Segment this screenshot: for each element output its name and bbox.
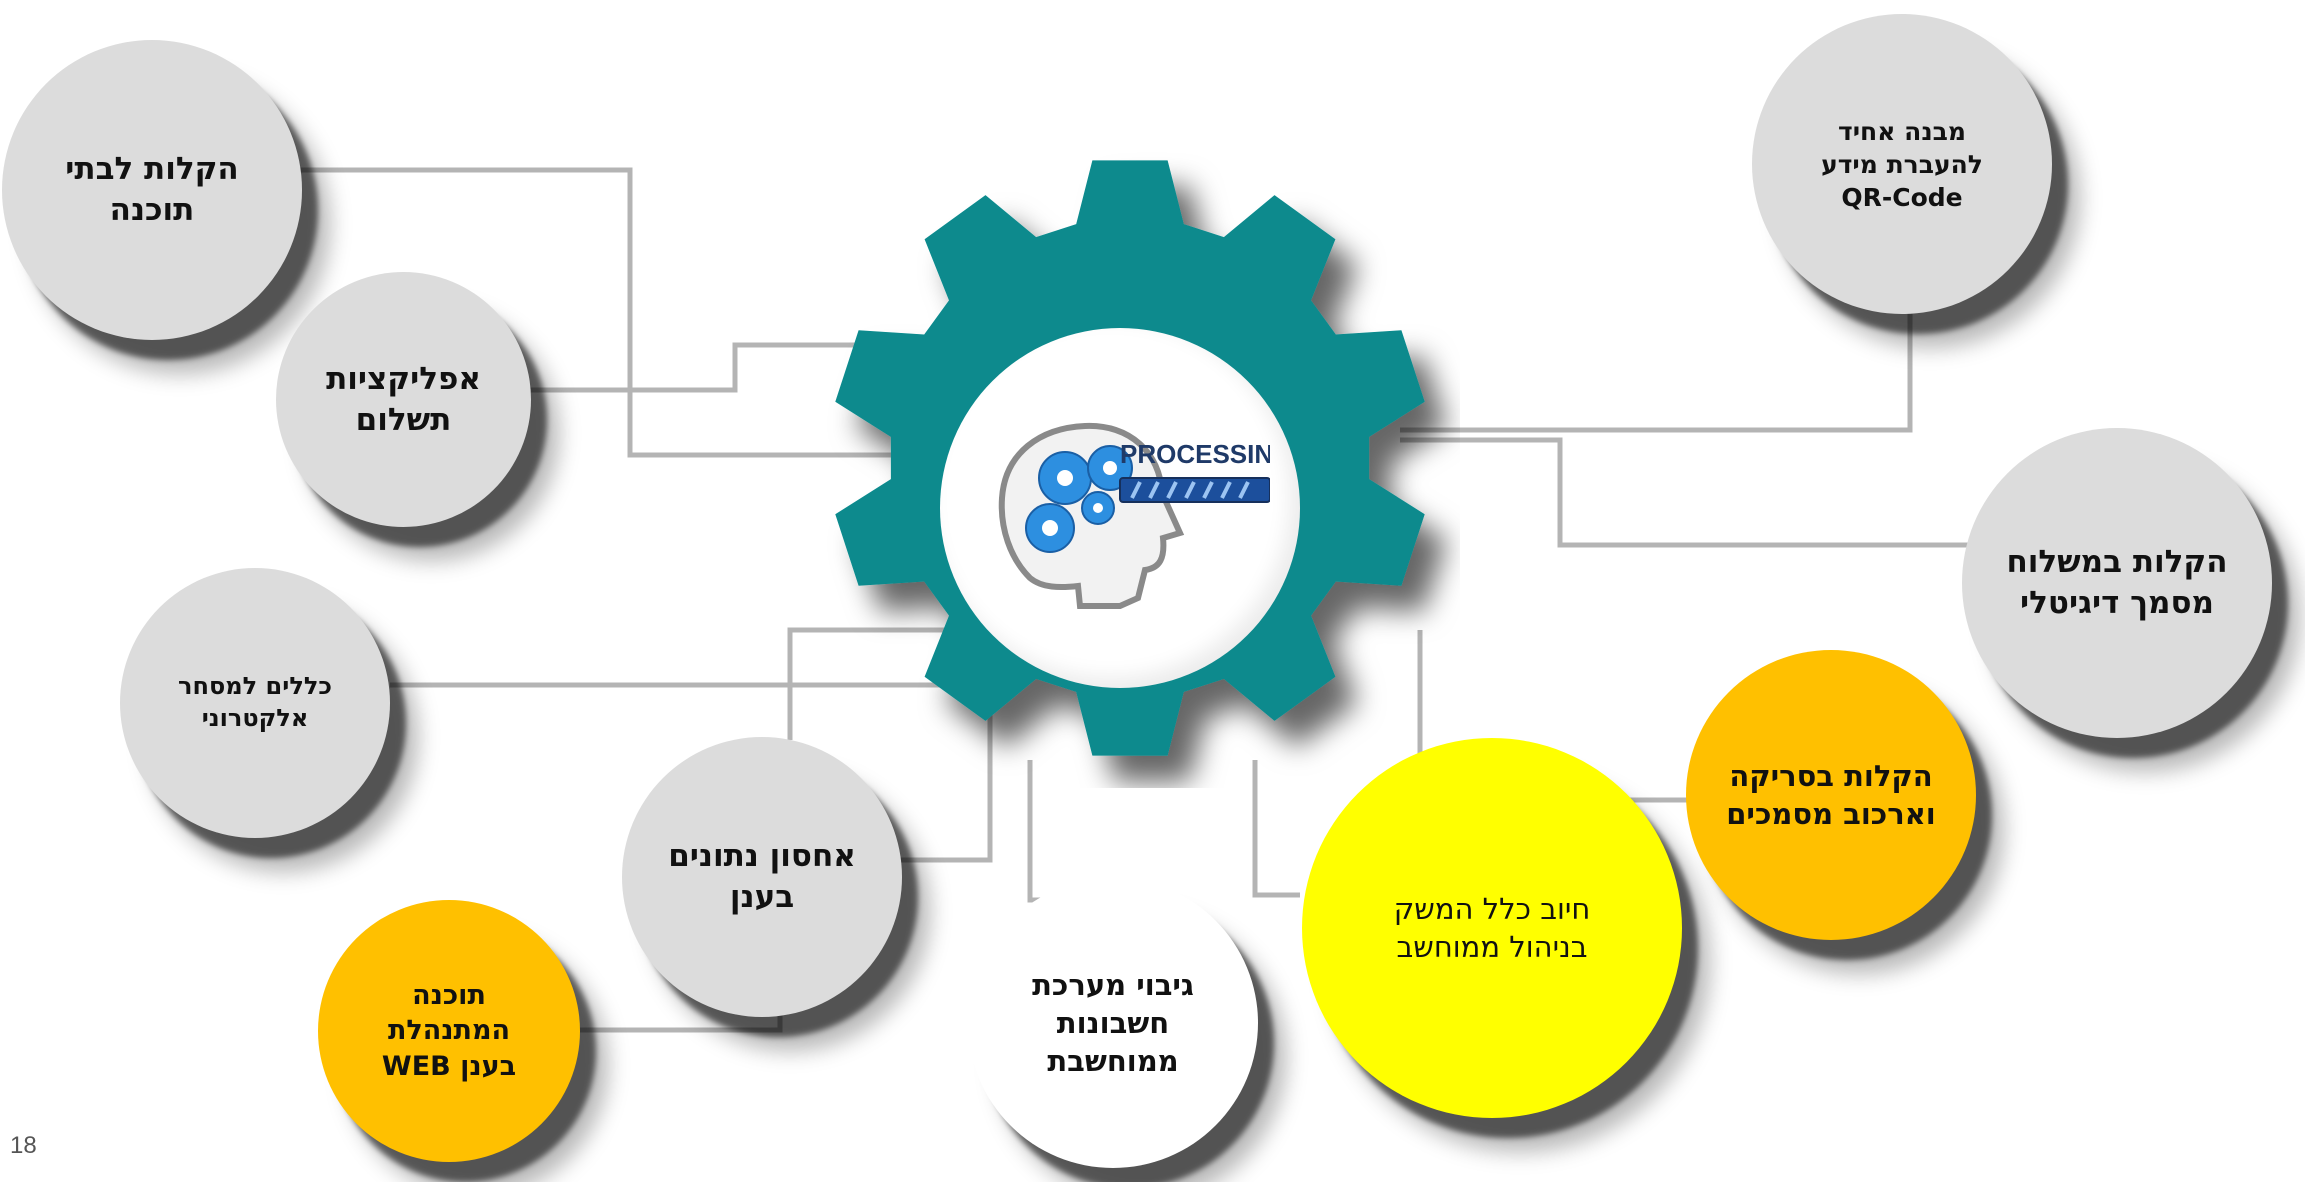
connector-software-houses [300, 167, 980, 458]
bubble-line: גיבוי מערכת [1032, 967, 1194, 1002]
connector-cloud [787, 627, 960, 740]
bubble-line: חשבונות [1056, 1005, 1170, 1040]
bubble-line: להעברת מידע [1821, 149, 1983, 179]
bubble-line: בענן WEB [381, 1050, 517, 1082]
bubble-line: ממוחשבת [1047, 1044, 1179, 1079]
bubble-computerized-backup: גיבוי מערכת חשבונות ממוחשבת [968, 878, 1258, 1168]
bubble-mandatory-computerized: חיוב כלל המשק בניהול ממוחשב [1302, 738, 1682, 1118]
connector-mandatory [1252, 760, 1300, 898]
connector-digital [1400, 437, 1990, 548]
bubble-line: כללים למסחר [178, 672, 332, 701]
page-number: 18 [10, 1132, 37, 1159]
bubble-line: בענן [729, 879, 795, 915]
bubble-line: הקלות בסריקה [1729, 758, 1933, 793]
bubble-line: בניהול ממוחשב [1396, 930, 1588, 964]
bubble-line: תוכנה [412, 979, 486, 1011]
bubble-cloud-storage: אחסון נתונים בענן [622, 737, 902, 1017]
processing-bar [1119, 477, 1270, 503]
bubble-line: מבנה אחיד [1838, 116, 1966, 146]
bubble-scanning-archiving: הקלות בסריקה וארכוב מסמכים [1686, 650, 1976, 940]
bubble-line: וארכוב מסמכים [1726, 797, 1936, 831]
bubble-line: חיוב כלל המשק [1393, 891, 1591, 926]
processing-label: PROCESSING... [1120, 439, 1270, 469]
bubble-line: מסמך דיגיטלי [2020, 585, 2214, 621]
connector-qr [1400, 265, 1913, 433]
bubble-web-software: תוכנה המתנהלת בענן WEB [318, 900, 580, 1162]
bubble-line: אחסון נתונים [668, 838, 856, 875]
bubble-line: המתנהלת [387, 1015, 511, 1047]
bubble-ecommerce-rules: כללים למסחר אלקטרוני [120, 568, 390, 838]
bubble-line: תשלום [355, 401, 452, 438]
bubble-line: אפליקציות [326, 360, 481, 397]
bubble-line: אלקטרוני [201, 704, 309, 732]
bubble-qr-code: מבנה אחיד להעברת מידע QR-Code [1752, 14, 2052, 314]
bubble-software-houses: הקלות לבתי תוכנה [2, 40, 302, 340]
bubble-payment-apps: אפליקציות תשלום [276, 272, 531, 527]
bubble-line: הקלות במשלוח [2006, 544, 2228, 581]
bubble-line: הקלות לבתי [65, 151, 239, 188]
processing-head-icon: PROCESSING... [998, 422, 1270, 609]
bubble-line: QR-Code [1841, 182, 1963, 212]
bubble-line: תוכנה [109, 192, 195, 228]
bubble-digital-document: הקלות במשלוח מסמך דיגיטלי [1962, 428, 2272, 738]
